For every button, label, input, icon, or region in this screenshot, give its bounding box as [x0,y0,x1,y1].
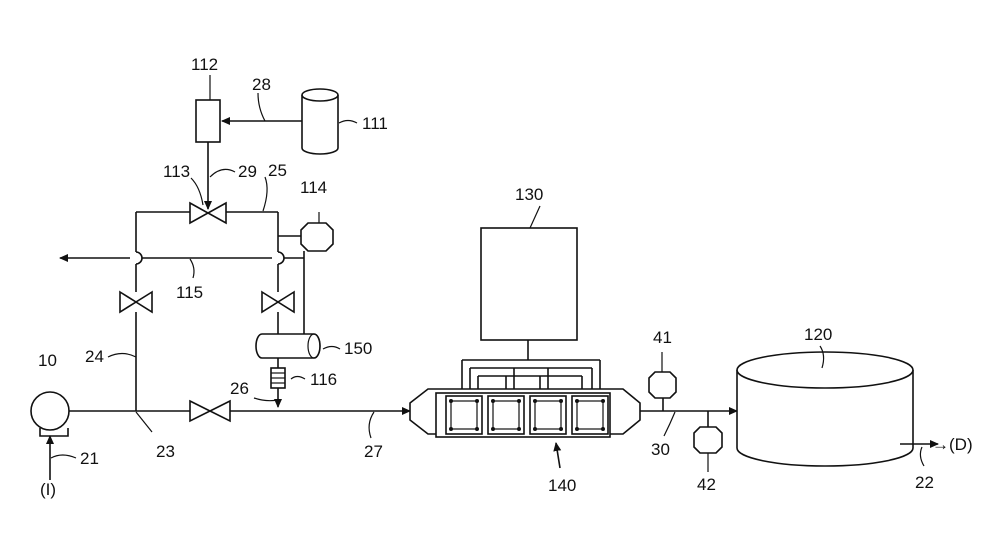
power-supply-130 [481,228,577,340]
heater-150 [256,334,320,358]
label-130: 130 [515,185,543,204]
bypass-line-24 [136,212,190,411]
label-140: 140 [548,476,576,495]
label-41: 41 [653,328,672,347]
pump-10 [31,392,69,436]
label-116: 116 [310,370,337,389]
reactor-140 [410,389,640,468]
label-115: 115 [176,283,203,302]
storage-tank-120 [737,352,913,466]
label-112: 112 [191,55,218,74]
sensor-42 [694,411,722,453]
sensor-114 [278,212,333,334]
valve-right-vertical [262,292,294,312]
label-42: 42 [697,475,716,494]
valve-left-vertical [120,292,152,312]
label-150: 150 [344,339,372,358]
label-24: 24 [85,347,104,366]
label-120: 120 [804,325,832,344]
label-22: 22 [915,473,934,492]
line-25 [226,212,284,334]
wiring-harness [462,340,600,392]
element-116 [271,358,285,407]
label-inlet-i: (I) [40,480,56,499]
label-29: 29 [238,162,257,181]
label-111: 111 [362,114,388,133]
label-113: 113 [163,162,190,181]
dosing-unit-112 [196,100,220,142]
label-26: 26 [230,379,249,398]
label-21: 21 [80,449,99,468]
main-valve [190,401,230,421]
label-10: 10 [38,351,57,370]
label-25: 25 [268,161,287,180]
tank-111 [302,89,338,154]
label-28: 28 [252,75,271,94]
label-114: 114 [300,178,327,197]
sensor-41 [649,372,676,411]
label-outlet-d: →(D) [932,435,973,454]
label-30: 30 [651,440,670,459]
label-23: 23 [156,442,175,461]
label-27: 27 [364,442,383,461]
